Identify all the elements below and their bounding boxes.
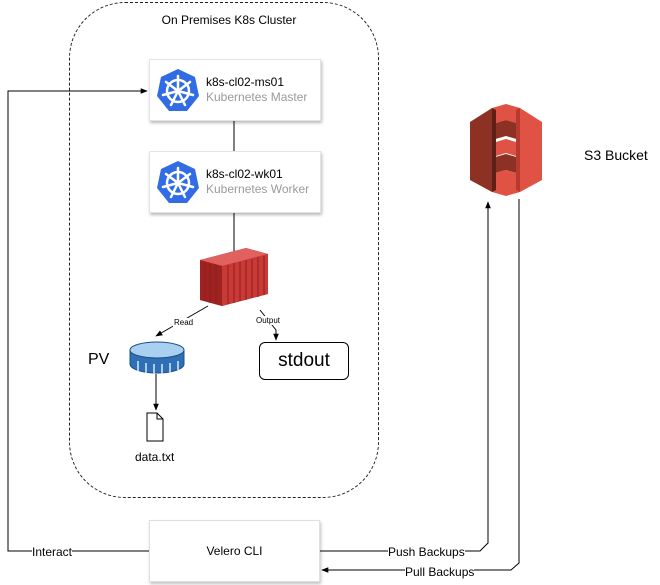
container-icon[interactable] — [198, 246, 270, 308]
s3-label: S3 Bucket — [584, 147, 648, 163]
master-node[interactable]: k8s-cl02-ms01 Kubernetes Master — [149, 59, 321, 121]
pv-label: PV — [88, 351, 110, 368]
worker-node[interactable]: k8s-cl02-wk01 Kubernetes Worker — [149, 151, 321, 213]
s3-bucket-icon[interactable] — [466, 104, 546, 196]
master-role: Kubernetes Master — [206, 90, 308, 104]
kubernetes-icon — [157, 69, 199, 111]
pull-label: Pull Backups — [405, 565, 475, 579]
cluster-title: On Premises K8s Cluster — [161, 13, 297, 27]
database-icon[interactable] — [128, 340, 186, 376]
interact-label: Interact — [32, 545, 73, 559]
kubernetes-icon — [157, 161, 199, 203]
file-label: data.txt — [135, 450, 175, 464]
worker-name: k8s-cl02-wk01 — [206, 167, 283, 181]
interact-edge — [7, 88, 149, 552]
file-icon[interactable] — [146, 412, 164, 442]
master-name: k8s-cl02-ms01 — [206, 75, 285, 89]
worker-role: Kubernetes Worker — [206, 182, 310, 196]
velero-cli-box[interactable]: Velero CLI — [149, 520, 320, 582]
push-label: Push Backups — [388, 545, 465, 559]
stdout-box[interactable]: stdout — [259, 342, 349, 380]
cluster-boundary — [69, 2, 379, 498]
output-label: Output — [255, 316, 282, 325]
read-label: Read — [173, 318, 195, 327]
